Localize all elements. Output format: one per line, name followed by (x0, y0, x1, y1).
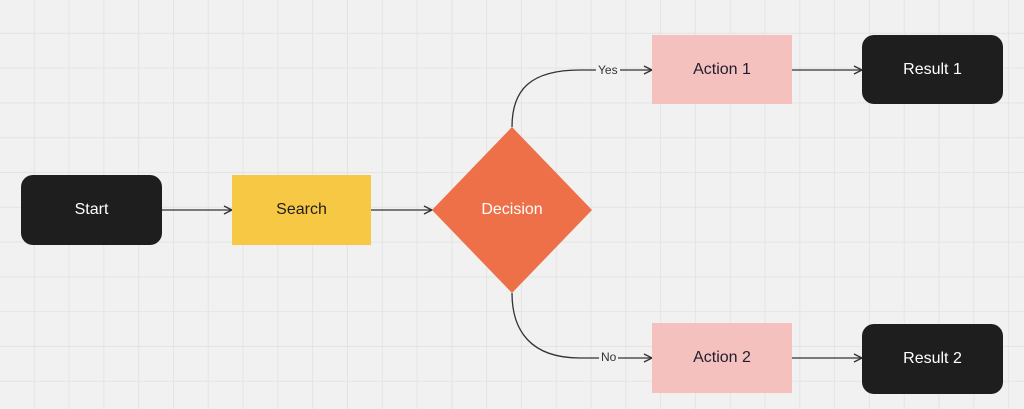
connector-decision-action1 (511, 70, 652, 128)
action1-node[interactable]: Action 1 (652, 35, 792, 104)
result1-node[interactable]: Result 1 (862, 35, 1003, 104)
decision-diamond[interactable] (432, 127, 592, 293)
start-node-label: Start (74, 201, 109, 218)
action1-node-label: Action 1 (693, 60, 751, 78)
result2-node-label: Result 2 (903, 350, 962, 367)
search-node[interactable]: Search (232, 175, 371, 245)
start-node[interactable]: Start (21, 175, 162, 245)
decision-node-label: Decision (481, 201, 543, 218)
action2-node[interactable]: Action 2 (652, 323, 792, 393)
search-node-label: Search (276, 201, 327, 218)
action2-node-label: Action 2 (693, 349, 751, 366)
edge-label-yes: Yes (596, 63, 620, 77)
decision-node-label-wrap: Decision (452, 195, 572, 225)
connector-decision-action2 (511, 292, 652, 358)
edge-label-no: No (599, 350, 619, 364)
result1-node-label: Result 1 (903, 60, 962, 78)
result2-node[interactable]: Result 2 (862, 324, 1003, 394)
